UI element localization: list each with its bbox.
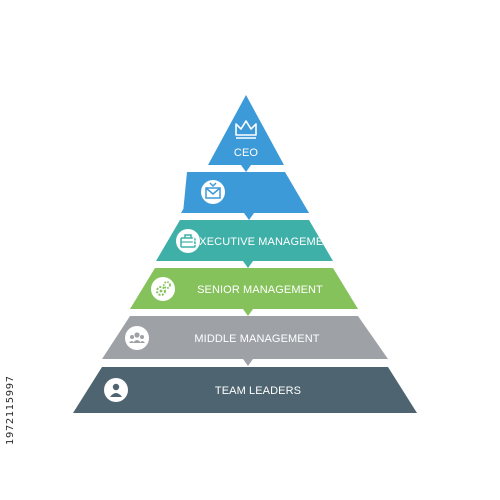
senior-band: [130, 268, 358, 309]
senior-arrow: [243, 309, 253, 316]
ceo-band: [208, 95, 284, 165]
envelope-icon: [201, 180, 225, 204]
pyramid-level-senior: SENIOR MANAGEMENT: [130, 268, 358, 316]
level-2-arrow: [244, 213, 254, 220]
pyramid-level-team-leaders: TEAM LEADERS: [73, 367, 417, 413]
level-label-middle: MIDDLE MANAGEMENT: [194, 333, 319, 345]
side-id-text: 1972115997: [5, 375, 16, 445]
middle-arrow: [243, 359, 253, 366]
person-icon: [104, 378, 128, 402]
pyramid-level-2: [181, 172, 309, 220]
briefcase-icon: [176, 229, 200, 253]
ceo-arrow: [241, 165, 251, 172]
executive-band: [156, 220, 333, 261]
team-leaders-band: [73, 367, 417, 413]
pyramid-level-executive: EXECUTIVE MANAGEMENT: [156, 220, 338, 268]
level-label-senior: SENIOR MANAGEMENT: [197, 284, 323, 296]
middle-band: [102, 316, 388, 359]
crown-icon: [235, 120, 257, 139]
level-label-ceo: CEO: [234, 147, 258, 159]
level-label-team-leaders: TEAM LEADERS: [215, 385, 301, 397]
group-icon: [125, 326, 149, 350]
gears-icon: [151, 277, 175, 301]
level-label-executive: EXECUTIVE MANAGEMENT: [192, 236, 338, 248]
pyramid-level-middle: MIDDLE MANAGEMENT: [102, 316, 388, 366]
executive-arrow: [243, 261, 253, 268]
pyramid-level-ceo: CEO: [208, 95, 284, 172]
